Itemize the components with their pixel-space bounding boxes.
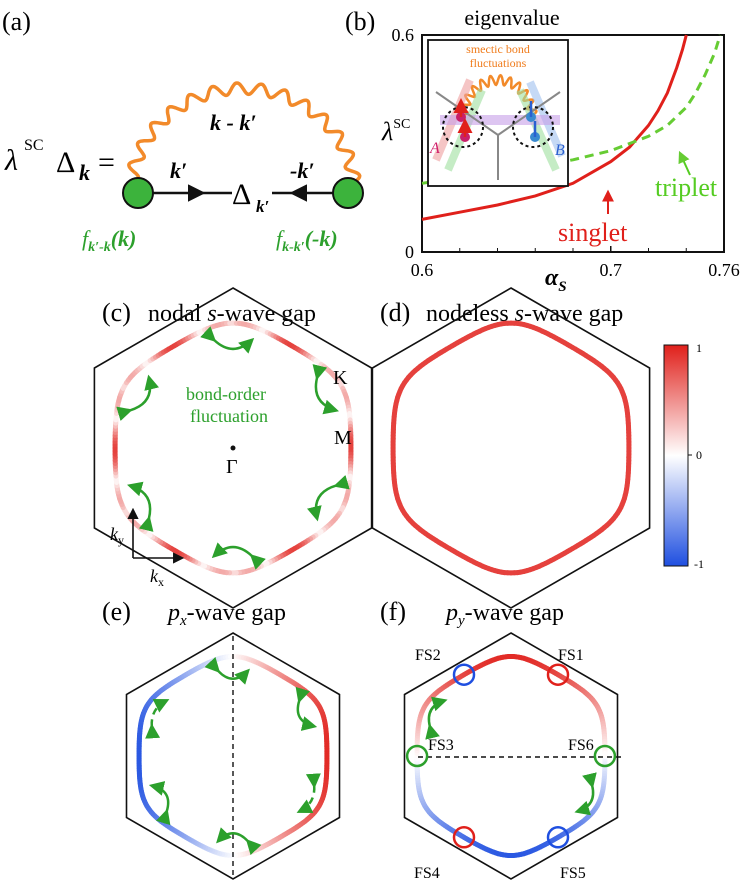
panel-a: (a) k - k′ λ SC Δ k = k′ -k′ Δ k′ fk′-k(… xyxy=(2,7,364,255)
center-delta-sub: k′ xyxy=(256,197,269,216)
triplet-annotation-arrow xyxy=(678,150,691,176)
fs6-label: FS6 xyxy=(568,737,594,754)
fluct-label-1: bond-order xyxy=(186,384,266,404)
panel-d-label: (d) xyxy=(380,298,410,327)
brillouin-zone-e xyxy=(125,632,341,880)
fs4-label: FS4 xyxy=(414,865,440,882)
panel-f-label: (f) xyxy=(380,597,406,626)
lhs-delta: Δ xyxy=(56,146,75,179)
bond-order-arrow-e xyxy=(216,827,262,856)
fs-patch-ring xyxy=(546,826,570,849)
inset-site-a-ring xyxy=(442,106,484,148)
left-form-factor: fk′-k(k) xyxy=(82,226,136,255)
bond-order-arrow-c xyxy=(312,364,339,415)
colorbar-gradient xyxy=(663,344,689,567)
lhs-sc-superscript: SC xyxy=(24,137,44,154)
y-tick-label: 0.6 xyxy=(392,25,415,45)
interaction-wavy-line xyxy=(123,81,362,195)
inset-site-b-ring xyxy=(512,106,554,148)
k-point-label: K xyxy=(333,367,348,389)
bond-order-arrow-e xyxy=(204,656,250,685)
fs-patch-ring xyxy=(593,744,617,768)
panel-b-label: (b) xyxy=(345,7,375,36)
right-vertex xyxy=(332,177,364,209)
panel-f-title: py-wave gap xyxy=(444,600,564,629)
inset-label-a: A xyxy=(429,140,440,157)
fluctuation-arrows-c xyxy=(116,326,350,570)
fs3-label: FS3 xyxy=(428,737,454,754)
singlet-annotation: singlet xyxy=(558,218,628,247)
inset-caption-1: smectic bond xyxy=(466,42,530,56)
equals-sign: = xyxy=(98,146,115,179)
fs1-label: FS1 xyxy=(558,647,584,664)
bond-order-arrow-c xyxy=(127,481,154,532)
fermi-surface-f xyxy=(414,654,608,858)
wave-momentum-label: k - k′ xyxy=(210,110,257,135)
panel-e-label: (e) xyxy=(102,597,131,626)
brillouin-zone-d xyxy=(371,287,651,609)
colorbar-mid: 0 xyxy=(696,448,702,462)
bond-order-arrow-e xyxy=(145,699,170,739)
colorbar-min: -1 xyxy=(694,557,704,571)
colorbar-max: 1 xyxy=(696,341,702,355)
panel-e-title: px-wave gap xyxy=(166,600,286,629)
panel-e: (e) px-wave gap xyxy=(102,597,341,880)
inset-stripe-green-2 xyxy=(516,88,560,172)
triplet-annotation: triplet xyxy=(655,173,718,202)
inset-smectic: smectic bond fluctuations A B xyxy=(427,39,569,187)
bond-order-arrow-c xyxy=(116,374,159,421)
kx-label: kx xyxy=(150,566,164,589)
fermi-surface-d xyxy=(390,320,632,576)
lhs-lambda: λ xyxy=(4,144,18,177)
x-tick-label: 0.76 xyxy=(708,260,740,280)
inset-caption-2: fluctuations xyxy=(470,56,527,70)
bond-order-arrow-c xyxy=(211,542,266,570)
fluct-label-2: fluctuation xyxy=(190,406,268,426)
colorbar: 1 0 -1 xyxy=(663,341,704,571)
bond-order-arrow-f-top xyxy=(425,696,448,740)
panel-d: (d) nodeless s-wave gap xyxy=(371,287,651,609)
right-form-factor: fk-k′(-k) xyxy=(276,226,338,255)
lhs-k: k xyxy=(79,160,90,185)
fs-patch-ring xyxy=(452,826,476,849)
x-tick-label: 0.7 xyxy=(600,260,623,280)
m-point-label: M xyxy=(334,427,352,449)
ky-label: ky xyxy=(110,524,124,547)
inset-label-b: B xyxy=(555,142,565,159)
brillouin-zone-f xyxy=(403,632,619,880)
panel-f: (f) py-wave gap FS2 FS1 FS3 FS6 FS4 FS5 xyxy=(380,597,625,882)
bond-order-arrow-e xyxy=(295,686,318,731)
fs-patch-rings xyxy=(405,663,617,849)
fs2-label: FS2 xyxy=(415,647,441,664)
panel-c: (c) nodal s-wave gap bond-order fluctuat… xyxy=(93,287,373,609)
fs-patch-ring xyxy=(452,663,476,686)
x-tick-label: 0.6 xyxy=(411,260,434,280)
right-momentum-label: -k′ xyxy=(290,158,315,183)
chart-title: eigenvalue xyxy=(464,5,559,30)
panel-a-label: (a) xyxy=(2,7,31,36)
bond-order-arrow-e xyxy=(148,781,171,826)
series-line-singlet xyxy=(421,34,688,221)
bond-order-arrow-f-bottom xyxy=(574,772,597,816)
panel-c-label: (c) xyxy=(102,298,131,327)
x-axis-label: αS xyxy=(545,265,567,295)
left-vertex xyxy=(122,177,154,209)
y-tick-label: 0 xyxy=(405,242,414,262)
fs5-label: FS5 xyxy=(560,865,586,882)
bond-order-arrow-e xyxy=(296,773,321,813)
fs-patch-ring xyxy=(546,663,570,686)
bond-order-arrow-c xyxy=(307,475,350,522)
left-momentum-label: k′ xyxy=(170,158,187,183)
fluctuation-arrows-e xyxy=(145,656,321,856)
gamma-label: Γ xyxy=(226,456,238,478)
fluctuation-arrows-f xyxy=(425,696,597,816)
fs-patch-ring xyxy=(405,744,429,768)
bond-order-arrow-c xyxy=(200,326,255,354)
y-axis-label: λSC xyxy=(381,117,410,146)
gamma-point xyxy=(230,445,236,451)
center-delta: Δ xyxy=(232,178,251,211)
